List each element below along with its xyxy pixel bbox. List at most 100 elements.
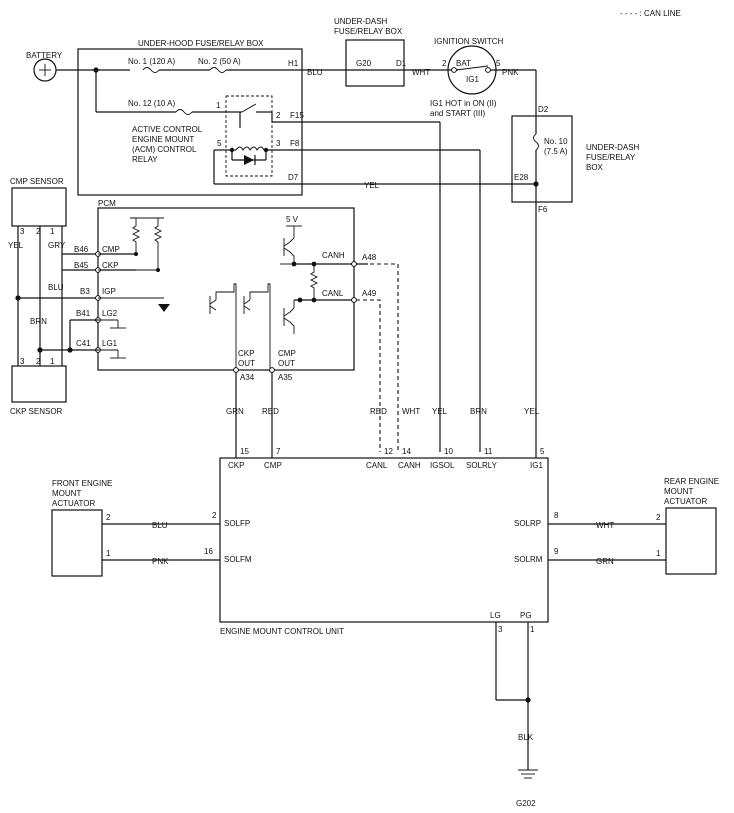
ignition-pin-5: 5 bbox=[496, 59, 501, 68]
relay-label-2: ENGINE MOUNT bbox=[132, 135, 194, 144]
rear-engine-mount-actuator bbox=[665, 507, 717, 575]
emcu-pin-9: 9 bbox=[554, 547, 559, 556]
pcm-b46: B46 bbox=[74, 245, 89, 254]
wire-color-brn-ckp: BRN bbox=[30, 317, 47, 326]
pcm-box bbox=[97, 207, 355, 371]
pcm-cmp: CMP bbox=[102, 245, 120, 254]
emcu-solfm: SOLFM bbox=[224, 555, 252, 564]
pcm-cmp-out-2: OUT bbox=[278, 359, 295, 368]
ignition-note-2: and START (III) bbox=[430, 109, 485, 118]
cmp-pin-1: 1 bbox=[50, 227, 55, 236]
pin-f15: F15 bbox=[290, 111, 304, 120]
emcu-pin-8: 8 bbox=[554, 511, 559, 520]
ckp-pin-3: 3 bbox=[20, 357, 25, 366]
wire-color-gry-cmp: GRY bbox=[48, 241, 66, 250]
emcu-pin-igsol: IGSOL bbox=[430, 461, 455, 470]
pcm-label: PCM bbox=[98, 199, 116, 208]
pin-g20: G20 bbox=[356, 59, 372, 68]
acm-relay-box bbox=[225, 95, 273, 177]
emcu-pin-cmp: CMP bbox=[264, 461, 282, 470]
pcm-a35: A35 bbox=[278, 373, 293, 382]
emcu-pin-ckp: CKP bbox=[228, 461, 244, 470]
fuse-10-label: No. 10 bbox=[544, 137, 568, 146]
pcm-a49: A49 bbox=[362, 289, 377, 298]
pcm-a34: A34 bbox=[240, 373, 255, 382]
rear-mount-label-3: ACTUATOR bbox=[664, 497, 707, 506]
can-line-legend: - - - - : CAN LINE bbox=[620, 9, 681, 18]
can-l-line bbox=[356, 299, 381, 452]
pcm-ckp-out-1: CKP bbox=[238, 349, 254, 358]
front-mount-label-2: MOUNT bbox=[52, 489, 81, 498]
fuse-10-icon bbox=[533, 133, 539, 151]
underdash-top-title-1: UNDER-DASH bbox=[334, 17, 388, 26]
wire-color-wht-canh: WHT bbox=[402, 407, 420, 416]
emcu-pin-canh: CANH bbox=[398, 461, 421, 470]
front-mount-pin-2: 2 bbox=[106, 513, 111, 522]
pcm-transistor-ckp-icon bbox=[209, 283, 237, 372]
pin-d7: D7 bbox=[288, 173, 299, 182]
relay-pin-1: 1 bbox=[216, 101, 221, 110]
relay-diode-icon bbox=[232, 155, 266, 165]
relay-coil-icon bbox=[235, 146, 265, 151]
pcm-ckp: CKP bbox=[102, 261, 118, 270]
pcm-canh: CANH bbox=[322, 251, 345, 260]
wire-color-pnk-solfm: PNK bbox=[152, 557, 169, 566]
fuse-1-label: No. 1 (120 A) bbox=[128, 57, 175, 66]
underdash-right-title-1: UNDER-DASH bbox=[586, 143, 640, 152]
pcm-c41: C41 bbox=[76, 339, 91, 348]
wire-color-blu-top: BLU bbox=[307, 68, 323, 77]
wire-color-blu-solfp: BLU bbox=[152, 521, 168, 530]
emcu-pin-16: 16 bbox=[204, 547, 213, 556]
pcm-b3: B3 bbox=[80, 287, 90, 296]
rear-mount-pin-2: 2 bbox=[656, 513, 661, 522]
relay-pin-5: 5 bbox=[217, 139, 222, 148]
relay-pin-2: 2 bbox=[276, 111, 281, 120]
pcm-transistor-cmp-icon bbox=[243, 283, 271, 372]
pcm-a48: A48 bbox=[362, 253, 377, 262]
fuse-10-rating: (7.5 A) bbox=[544, 147, 568, 156]
rear-mount-label-1: REAR ENGINE bbox=[664, 477, 719, 486]
pin-f6: F6 bbox=[538, 205, 548, 214]
emcu-pin-7: 7 bbox=[276, 447, 281, 456]
fuse-2-label: No. 2 (50 A) bbox=[198, 57, 241, 66]
fuse-2-icon bbox=[209, 67, 227, 73]
wire-color-wht-solrp: WHT bbox=[596, 521, 614, 530]
cmp-sensor-label: CMP SENSOR bbox=[10, 177, 64, 186]
underhood-box-title: UNDER-HOOD FUSE/RELAY BOX bbox=[138, 39, 264, 48]
cmp-pin-3: 3 bbox=[20, 227, 25, 236]
wire-color-blk-ground: BLK bbox=[518, 733, 534, 742]
fuse-12-icon bbox=[175, 109, 193, 115]
pcm-b41: B41 bbox=[76, 309, 91, 318]
fuse-1-icon bbox=[142, 67, 160, 73]
relay-label-4: RELAY bbox=[132, 155, 158, 164]
underdash-fuse-relay-box-top bbox=[345, 39, 405, 87]
wire-color-yel-ig1: YEL bbox=[524, 407, 540, 416]
ignition-pin-2: 2 bbox=[442, 59, 447, 68]
rear-mount-label-2: MOUNT bbox=[664, 487, 693, 496]
pin-e28: E28 bbox=[514, 173, 529, 182]
pcm-lg2: LG2 bbox=[102, 309, 118, 318]
wire-color-red-cmp: RED bbox=[262, 407, 279, 416]
front-engine-mount-actuator bbox=[51, 509, 103, 577]
wire-color-yel-igsol: YEL bbox=[432, 407, 448, 416]
pcm-lg1: LG1 bbox=[102, 339, 118, 348]
ckp-pin-2: 2 bbox=[36, 357, 41, 366]
ignition-switch-title: IGNITION SWITCH bbox=[434, 37, 504, 46]
cmp-sensor-box bbox=[11, 187, 67, 227]
pcm-can-transistor-top-icon bbox=[283, 234, 295, 264]
emcu-pin-12: 12 bbox=[384, 447, 393, 456]
relay-pin-3: 3 bbox=[276, 139, 281, 148]
ckp-pin-1: 1 bbox=[50, 357, 55, 366]
front-mount-pin-1: 1 bbox=[106, 549, 111, 558]
wire-color-wht-top: WHT bbox=[412, 68, 430, 77]
relay-switch-icon bbox=[241, 103, 257, 113]
ground-icon bbox=[518, 769, 538, 779]
battery-icon bbox=[33, 58, 57, 82]
wire-color-brn-solrly: BRN bbox=[470, 407, 487, 416]
wire-color-pnk-top: PNK bbox=[502, 68, 519, 77]
rear-mount-pin-1: 1 bbox=[656, 549, 661, 558]
front-mount-label-3: ACTUATOR bbox=[52, 499, 95, 508]
wire-color-yel-relay: YEL bbox=[364, 181, 380, 190]
pcm-can-transistor-bottom-icon bbox=[283, 300, 295, 334]
